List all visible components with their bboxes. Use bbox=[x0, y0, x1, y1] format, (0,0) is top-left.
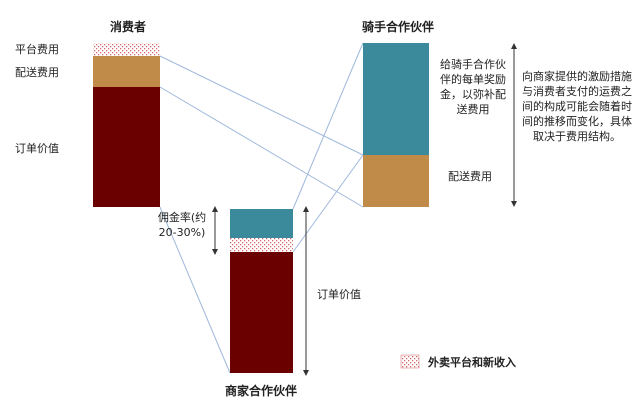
consumer-platform-fee-bar bbox=[93, 43, 160, 56]
rider-stack bbox=[363, 43, 429, 207]
connector-merchant-rider-top bbox=[292, 42, 364, 210]
legend-hatch-swatch bbox=[400, 354, 420, 369]
merchant-commission-bar bbox=[230, 209, 293, 238]
arrows bbox=[212, 43, 517, 376]
connector-consumer-merchant bbox=[159, 206, 231, 374]
connector-merchant-rider-bottom bbox=[292, 154, 364, 253]
merchant-order-value-bar bbox=[230, 252, 293, 373]
legend-hatch-label: 外卖平台和新收入 bbox=[428, 356, 516, 369]
rider-incentive-bar bbox=[363, 43, 429, 155]
consumer-title: 消费者 bbox=[110, 20, 147, 34]
consumer-delivery-fee-label: 配送费用 bbox=[15, 66, 59, 79]
consumer-platform-fee-label: 平台费用 bbox=[15, 43, 59, 56]
merchant-title: 商家合作伙伴 bbox=[225, 384, 298, 398]
connector-consumer-rider-bottom bbox=[159, 86, 364, 208]
rider-delivery-fee-bar bbox=[363, 155, 429, 207]
fee-structure-note: 向商家提供的激励措施与消费者支付的运费之间的构成可能会随着时间的推移而变化，具体… bbox=[522, 70, 632, 143]
merchant-stack bbox=[230, 209, 293, 373]
rider-delivery-fee-label: 配送费用 bbox=[448, 170, 492, 183]
merchant-platform-hatch-bar bbox=[230, 238, 293, 252]
consumer-order-value-bar bbox=[93, 87, 160, 207]
merchant-order-value-label: 订单价值 bbox=[317, 288, 361, 301]
rider-title: 骑手合作伙伴 bbox=[362, 20, 435, 34]
consumer-stack bbox=[93, 43, 160, 207]
rider-incentive-label: 给骑手合作伙伴的每单奖励金，以弥补配送费用 bbox=[440, 58, 506, 116]
merchant-commission-label: 佣金率(约20-30%) bbox=[157, 211, 207, 239]
consumer-order-value-label: 订单价值 bbox=[15, 142, 59, 155]
consumer-delivery-fee-bar bbox=[93, 56, 160, 87]
connector-consumer-rider-top bbox=[159, 55, 364, 156]
